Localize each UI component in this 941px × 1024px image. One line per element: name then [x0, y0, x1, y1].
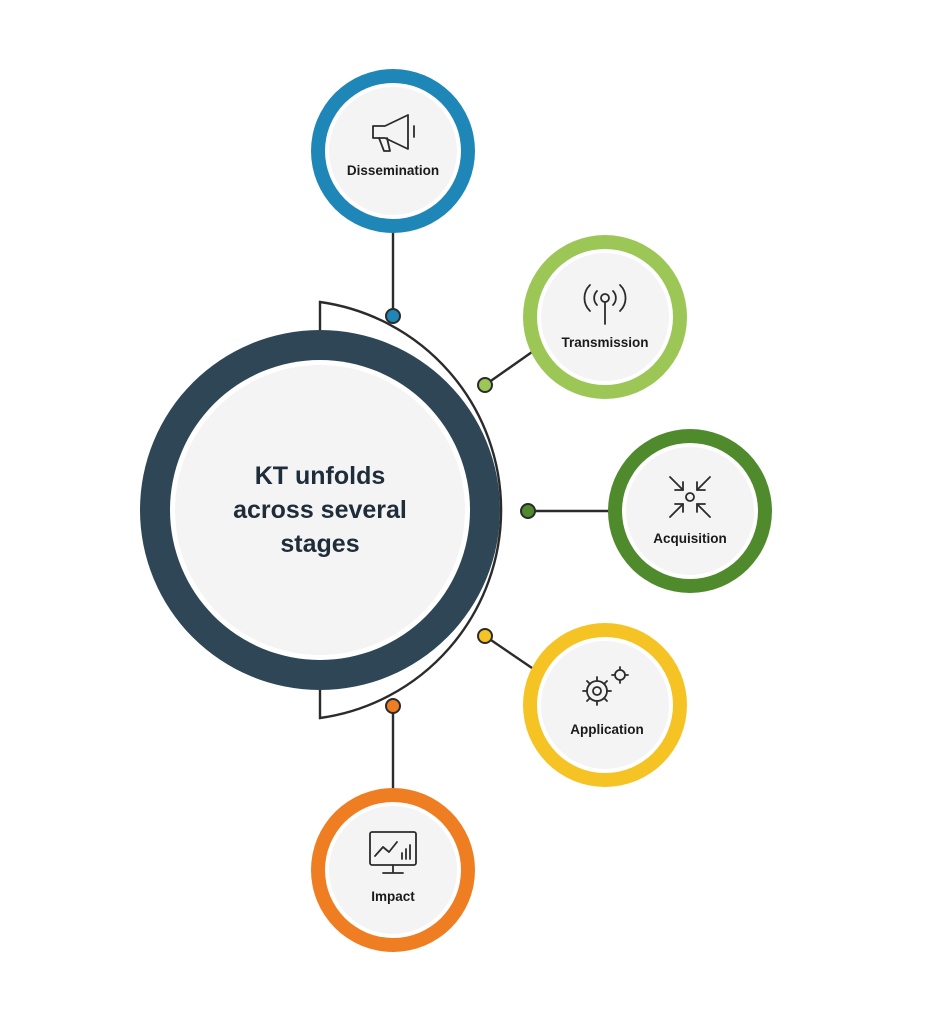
- connector-application: [484, 635, 533, 669]
- antenna-icon: [583, 284, 627, 325]
- stage-application: Application: [523, 623, 687, 787]
- stage-label-dissemination: Dissemination: [347, 163, 439, 178]
- stage-label-acquisition: Acquisition: [653, 531, 727, 546]
- dot-dissemination: [385, 308, 401, 324]
- center-title-line-3: stages: [280, 530, 359, 558]
- stage-label-application: Application: [570, 722, 644, 737]
- stage-dissemination: Dissemination: [311, 69, 475, 233]
- gears-icon: [582, 666, 629, 706]
- megaphone-icon: [372, 114, 415, 152]
- connector-transmission: [484, 351, 533, 386]
- center-node: KT unfolds across several stages: [140, 330, 500, 690]
- stage-transmission: Transmission: [523, 235, 687, 399]
- dot-transmission: [477, 377, 493, 393]
- dot-impact: [385, 698, 401, 714]
- stage-label-impact: Impact: [371, 889, 415, 904]
- stage-impact: Impact: [311, 788, 475, 952]
- center-title-line-1: KT unfolds: [255, 462, 386, 490]
- converge-arrows-icon: [669, 476, 711, 518]
- stage-label-transmission: Transmission: [561, 335, 648, 350]
- connector-arc: [318, 300, 503, 720]
- dot-application: [477, 628, 493, 644]
- center-title-line-2: across several: [233, 496, 407, 524]
- stage-acquisition: Acquisition: [608, 429, 772, 593]
- chart-monitor-icon: [369, 831, 417, 874]
- dot-acquisition: [520, 503, 536, 519]
